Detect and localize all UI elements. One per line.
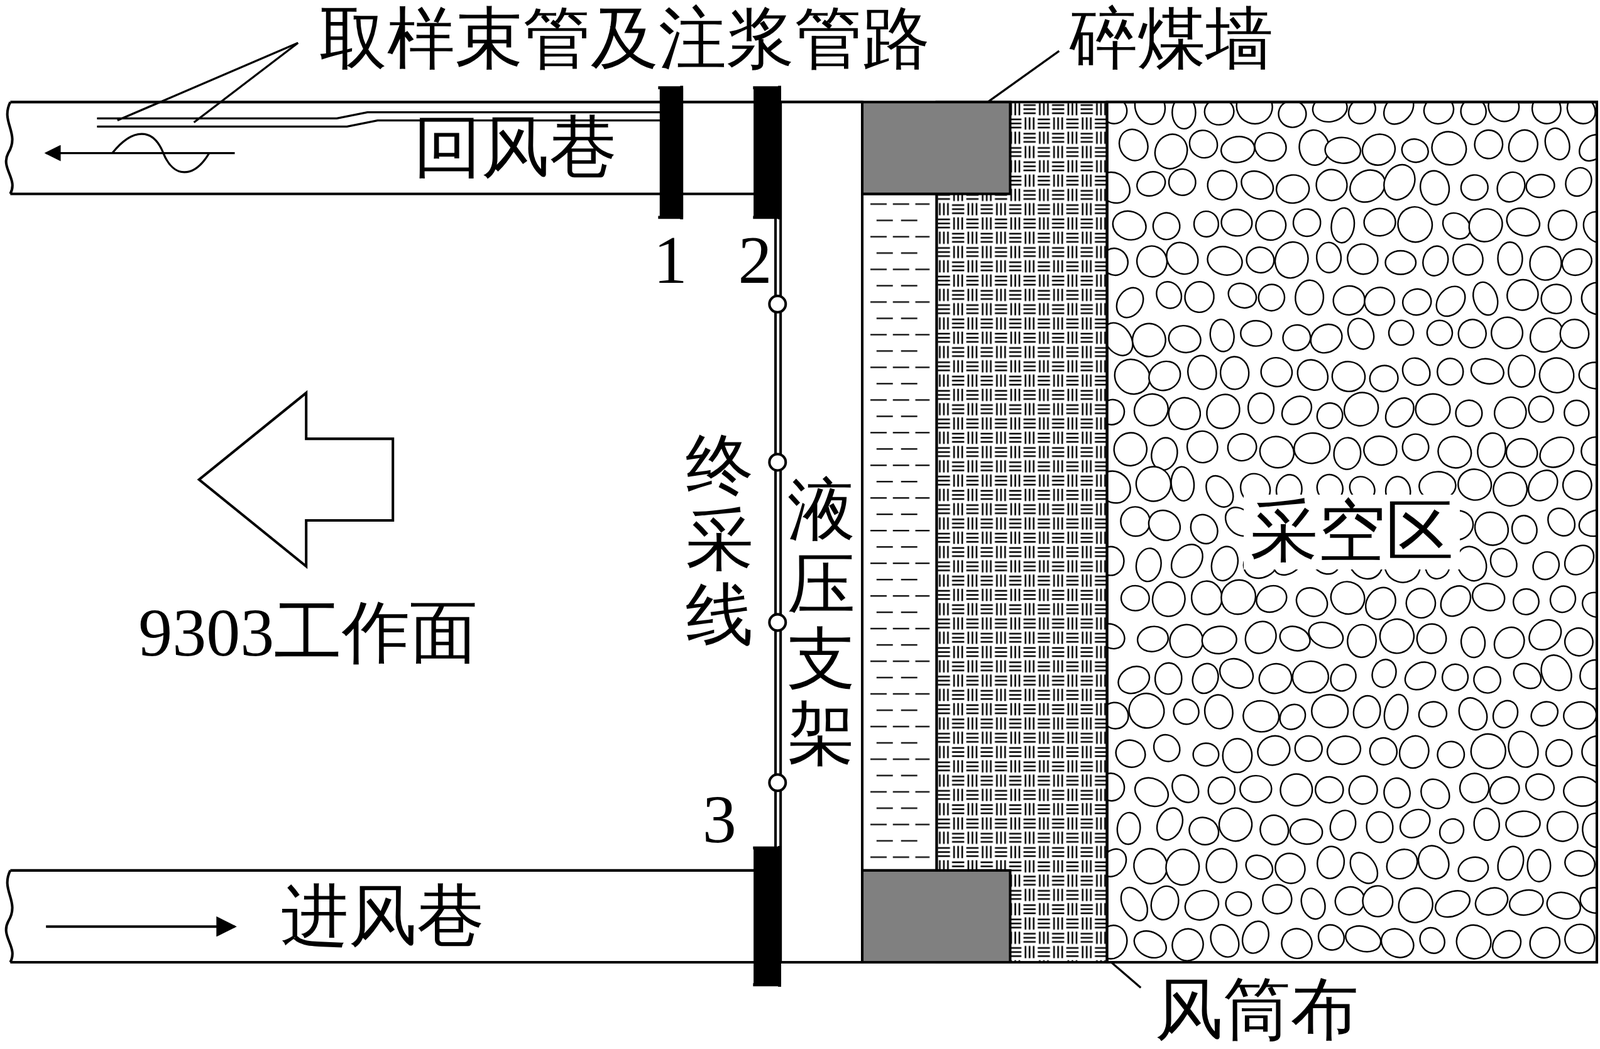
callout-number: 2	[738, 223, 773, 298]
part-label: 碎煤墙	[1069, 1, 1274, 77]
goaf	[1107, 101, 1597, 963]
part-label: 风筒布	[1155, 972, 1359, 1048]
part-label: 9303工作面	[138, 595, 478, 670]
part-label: 取样束管及注浆管路	[319, 1, 931, 77]
callout-number: 1	[653, 223, 688, 298]
goaf-region: 采空区	[1109, 104, 1595, 961]
coal-wall	[862, 870, 1010, 963]
coal-wall	[862, 101, 1010, 194]
line-nodes	[769, 295, 786, 791]
node-text: 采空区	[1243, 494, 1460, 570]
hydraulic-support	[780, 101, 863, 963]
backfill-zone	[862, 193, 937, 870]
intake-airway	[6, 870, 863, 963]
return-airway	[6, 101, 863, 194]
callout-number: 3	[702, 781, 737, 857]
support-label: 液压支架	[782, 428, 860, 817]
part-label: 终采线	[685, 428, 754, 653]
rubble-texture	[1107, 101, 1597, 963]
advance-arrow	[199, 392, 393, 567]
node-text: 液压支架	[787, 473, 856, 772]
seal-walls	[657, 85, 780, 987]
airway-label: 回风巷	[377, 106, 653, 190]
leader-lines	[117, 42, 1141, 988]
duct-cloth	[936, 101, 1108, 963]
node-text: 进风巷	[280, 879, 485, 954]
node-text: 回风巷	[413, 110, 618, 186]
airway-label: 进风巷	[245, 874, 521, 959]
